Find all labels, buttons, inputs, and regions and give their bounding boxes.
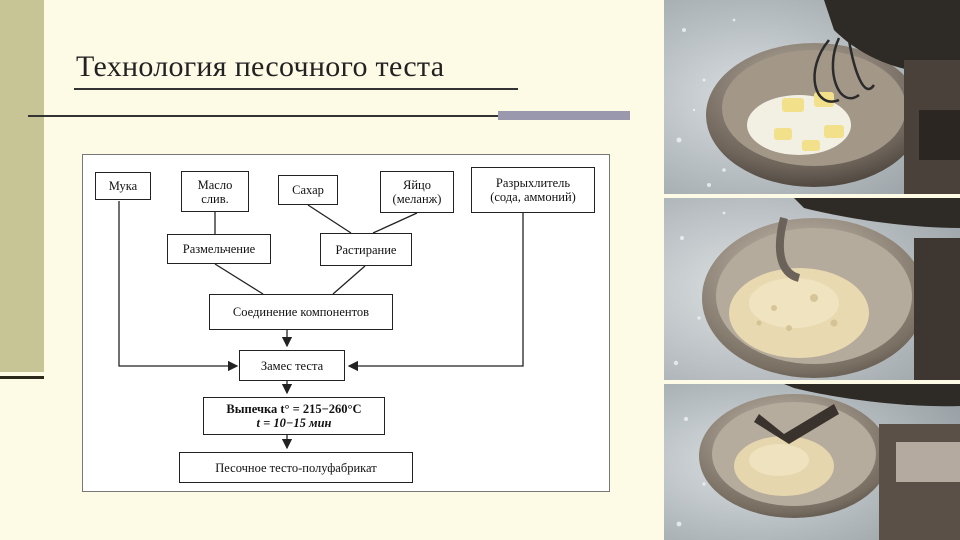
box-egg: Яйцо(меланж) bbox=[380, 171, 454, 213]
divider-accent-rule bbox=[498, 111, 630, 120]
box-sugar: Сахар bbox=[278, 175, 338, 205]
box-product: Песочное тесто-полуфабрикат bbox=[179, 452, 413, 483]
divider-rule bbox=[28, 115, 500, 117]
left-accent-line bbox=[0, 376, 44, 379]
box-combining: Соединение компонентов bbox=[209, 294, 393, 330]
box-rubbing: Растирание bbox=[320, 233, 412, 266]
photo-mixer-dough-ball bbox=[664, 384, 960, 540]
box-kneading: Замес теста bbox=[239, 350, 345, 381]
box-grinding: Размельчение bbox=[167, 234, 271, 264]
arrow-flour-kneading bbox=[118, 201, 239, 372]
connector-sugar-rubbing bbox=[307, 204, 352, 234]
box-leavening: Разрыхлитель(сода, аммоний) bbox=[471, 167, 595, 213]
box-baking: Выпечка t° = 215−260°C t = 10−15 мин bbox=[203, 397, 385, 435]
photo-mixer-crumbly-dough bbox=[664, 198, 960, 380]
connector-grinding-combining bbox=[214, 263, 264, 295]
connector-rubbing-combining bbox=[332, 265, 366, 295]
title-underline bbox=[74, 88, 518, 90]
slide-title: Технология песочного теста bbox=[76, 50, 445, 83]
photo-mixer-butter-sugar bbox=[664, 0, 960, 194]
arrow-leavening-kneading bbox=[347, 213, 524, 372]
connector-lines bbox=[118, 201, 524, 450]
box-flour: Мука bbox=[95, 172, 151, 200]
left-accent-bar bbox=[0, 0, 44, 372]
connector-egg-rubbing bbox=[372, 212, 418, 234]
